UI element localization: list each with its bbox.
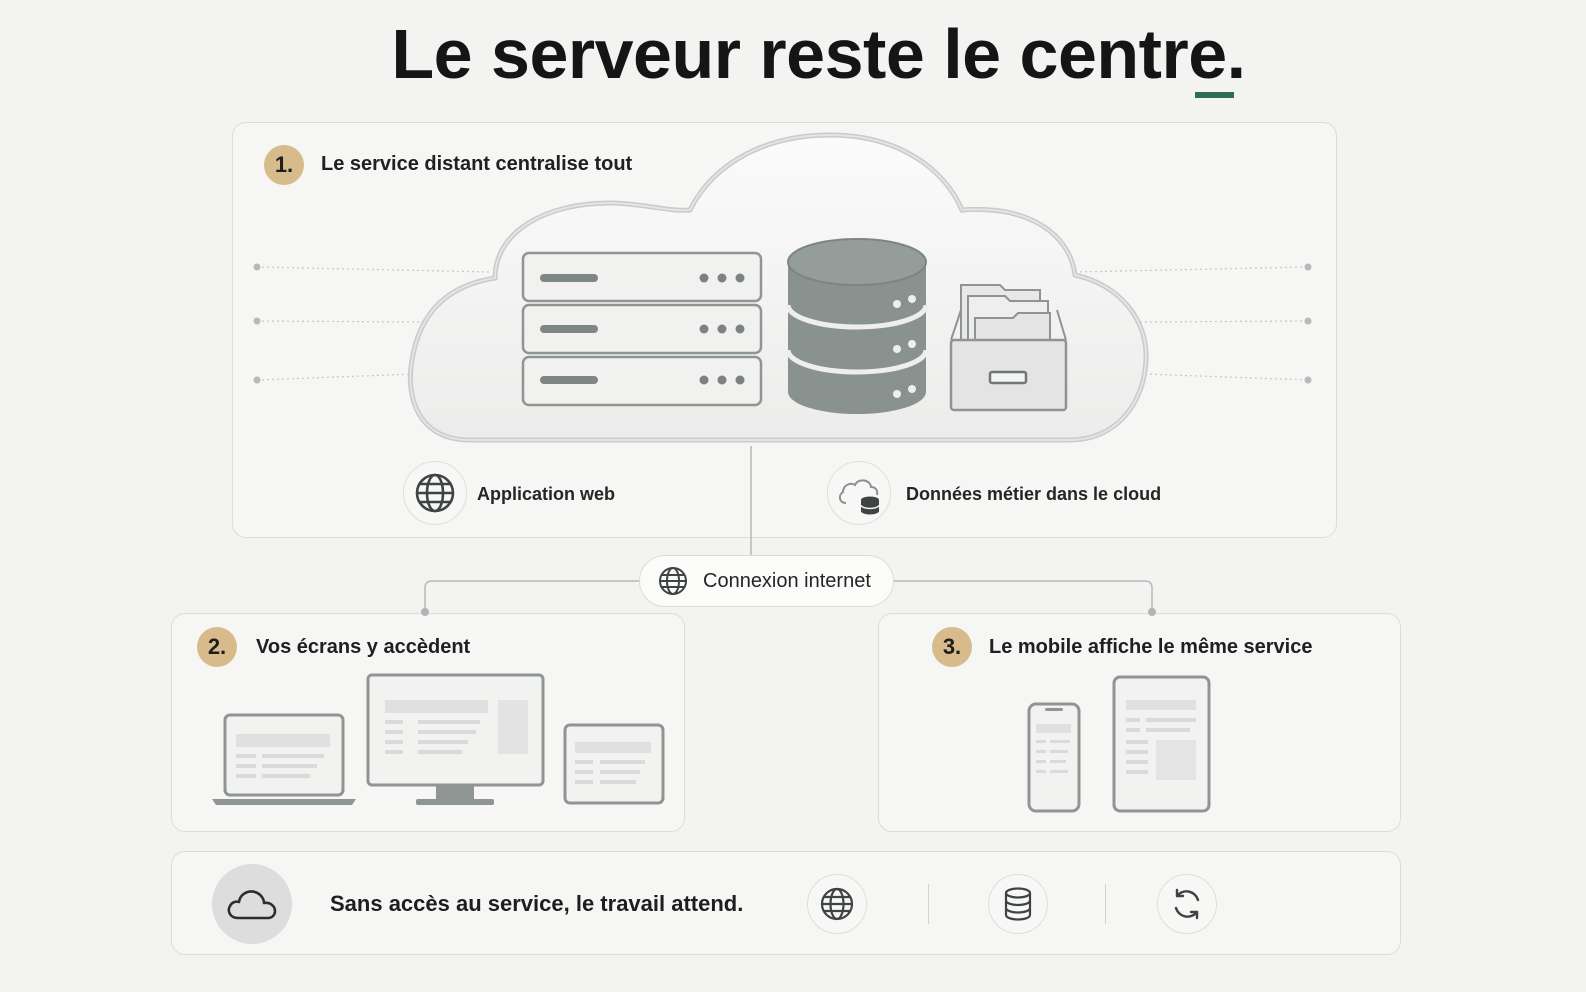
cloud-data-icon-circle: [827, 461, 891, 525]
connector-dot: [1148, 608, 1156, 616]
internet-connection-label: Connexion internet: [703, 569, 871, 592]
phone-icon: [1027, 702, 1081, 813]
database-icon: [1004, 887, 1032, 921]
web-app-label: Application web: [477, 484, 616, 504]
tablet-landscape-icon: [563, 723, 665, 805]
footer-separator: [1105, 884, 1106, 924]
step-badge-2: 2.: [197, 627, 237, 667]
database-icon: [785, 238, 929, 414]
laptop-icon: [212, 713, 356, 805]
step-badge-3: 3.: [932, 627, 972, 667]
right-dotted-lines: [1074, 266, 1309, 381]
left-dotted-lines: [256, 266, 491, 381]
title-underline: [1195, 92, 1234, 98]
globe-icon: [659, 567, 687, 595]
cloud-data-label: Données métier dans le cloud: [906, 484, 1162, 504]
internet-connection-pill: Connexion internet: [639, 555, 894, 607]
dotted-line-endpoints: [253, 263, 1312, 384]
page-title: Le serveur reste le centre.: [391, 15, 1246, 93]
screens-panel-title: Vos écrans y accèdent: [256, 636, 471, 658]
cloud-database-icon: [838, 479, 880, 515]
globe-icon: [415, 473, 455, 513]
mobile-panel-title: Le mobile affiche le même service: [989, 636, 1313, 658]
cloud-icon: [227, 890, 277, 920]
step-badge-1: 1.: [264, 145, 304, 185]
connector-dot: [421, 608, 429, 616]
footer-message: Sans accès au service, le travail attend…: [330, 891, 744, 916]
footer-globe-circle: [807, 874, 867, 934]
footer-database-circle: [988, 874, 1048, 934]
sync-icon: [1174, 888, 1200, 920]
desktop-monitor-icon: [366, 673, 545, 805]
connector-lines: [424, 446, 1153, 612]
web-app-icon-circle: [403, 461, 467, 525]
footer-sync-circle: [1157, 874, 1217, 934]
globe-icon: [820, 887, 854, 921]
file-drawer-icon: [949, 284, 1068, 412]
footer-separator: [928, 884, 929, 924]
footer-cloud-circle: [212, 864, 292, 944]
server-rack-icon: [521, 251, 763, 407]
server-panel-title: Le service distant centralise tout: [321, 153, 633, 175]
tablet-portrait-icon: [1112, 675, 1211, 813]
